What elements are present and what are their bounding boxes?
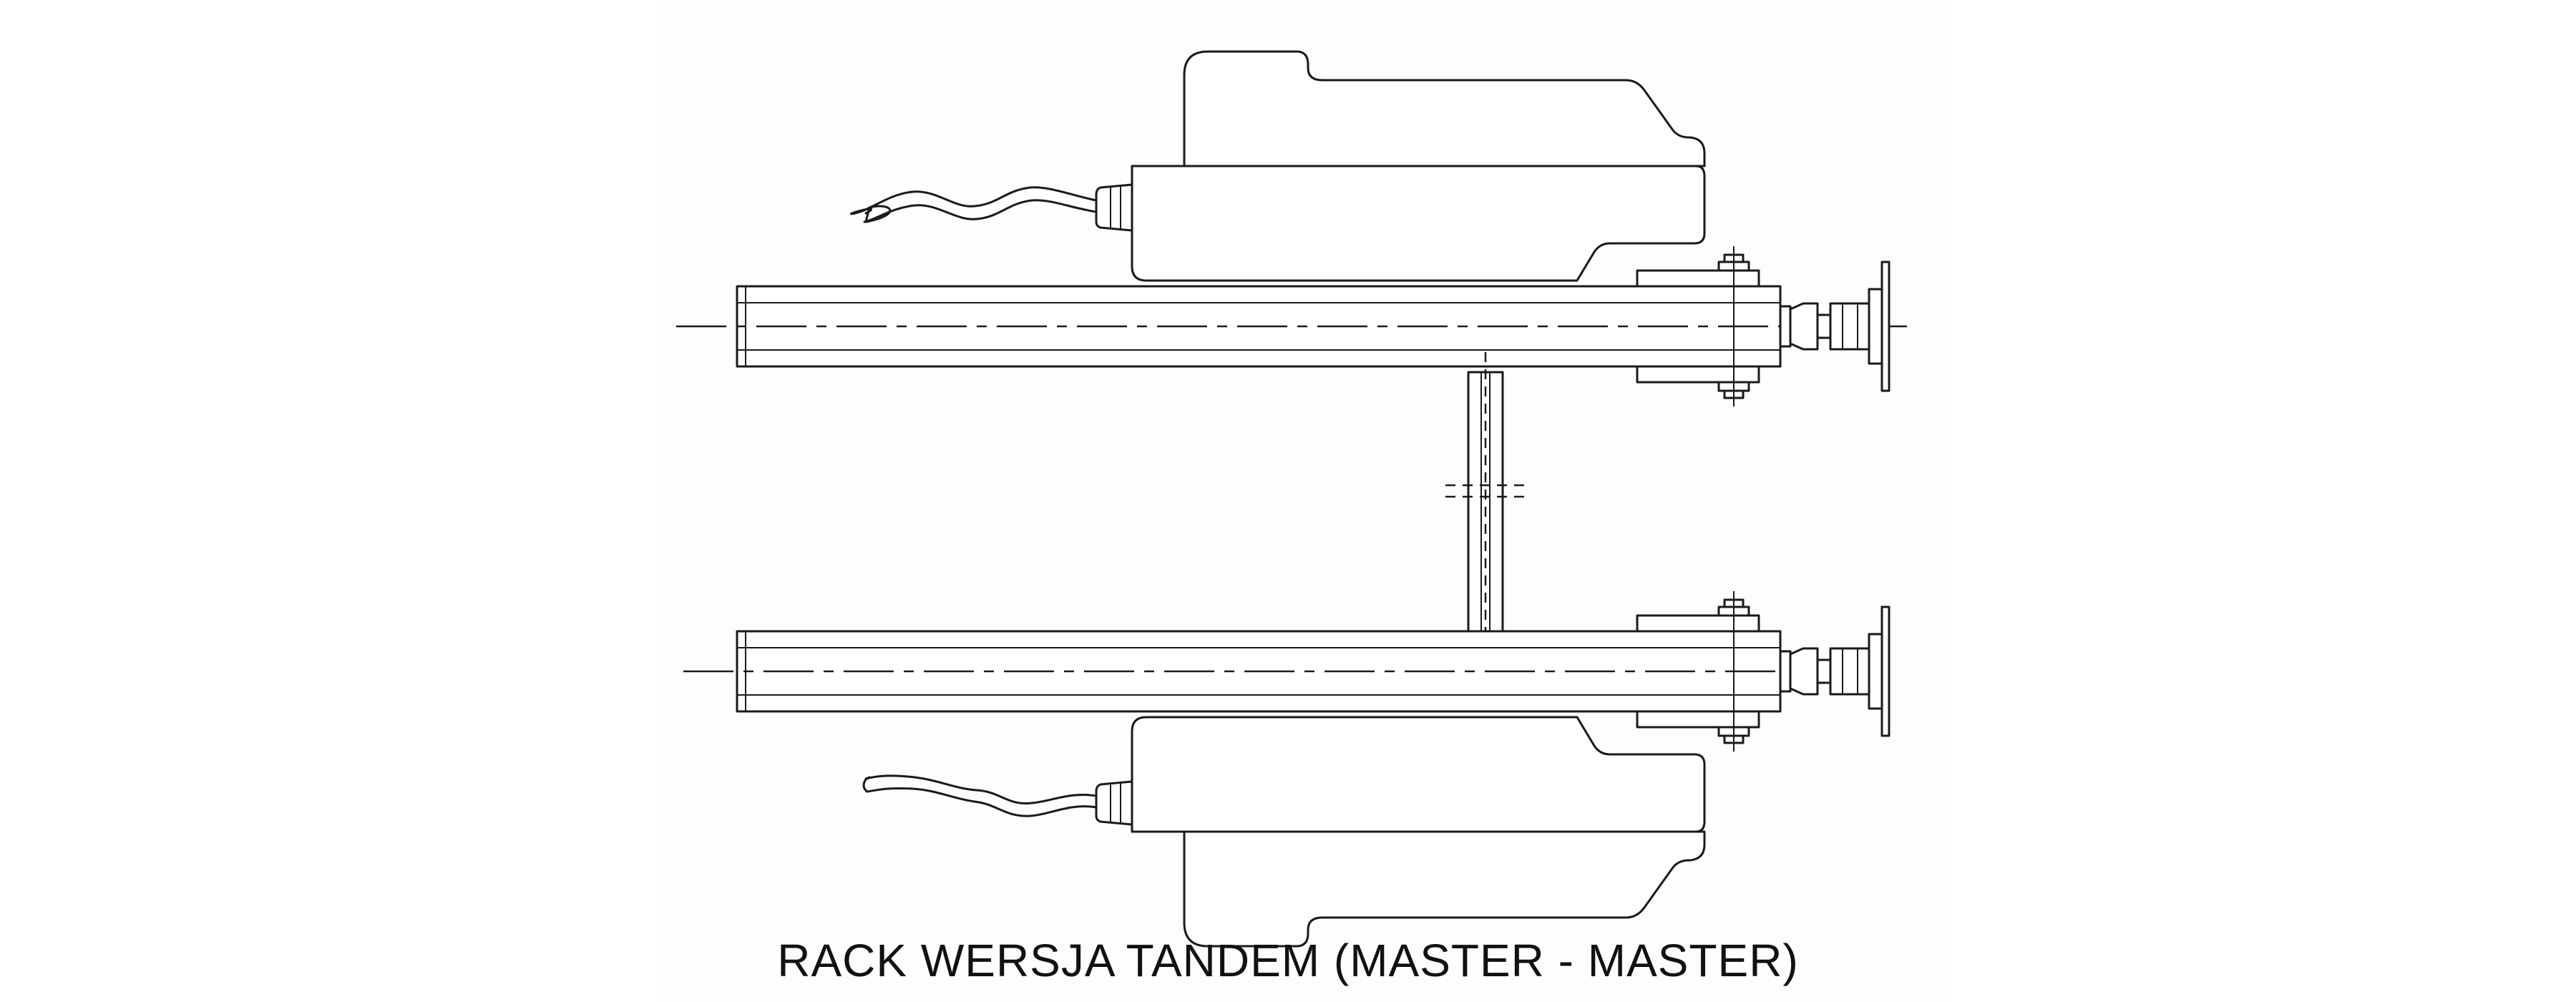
lower-actuator-assembly xyxy=(683,591,1890,948)
tandem-connecting-shaft xyxy=(1445,352,1526,644)
drawing-caption: RACK WERSJA TANDEM (MASTER - MASTER) xyxy=(777,935,1799,986)
lower-actuator-tube xyxy=(683,630,1782,713)
lower-mounting-bracket xyxy=(1636,591,1760,752)
upper-actuator-assembly xyxy=(676,50,1907,407)
upper-rod-end xyxy=(1779,261,1890,392)
upper-motor-housing xyxy=(850,50,1706,282)
lower-motor-housing xyxy=(862,716,1706,948)
upper-actuator-tube xyxy=(676,285,1907,368)
upper-mounting-bracket xyxy=(1636,246,1760,407)
lower-rod-end xyxy=(1779,605,1890,737)
